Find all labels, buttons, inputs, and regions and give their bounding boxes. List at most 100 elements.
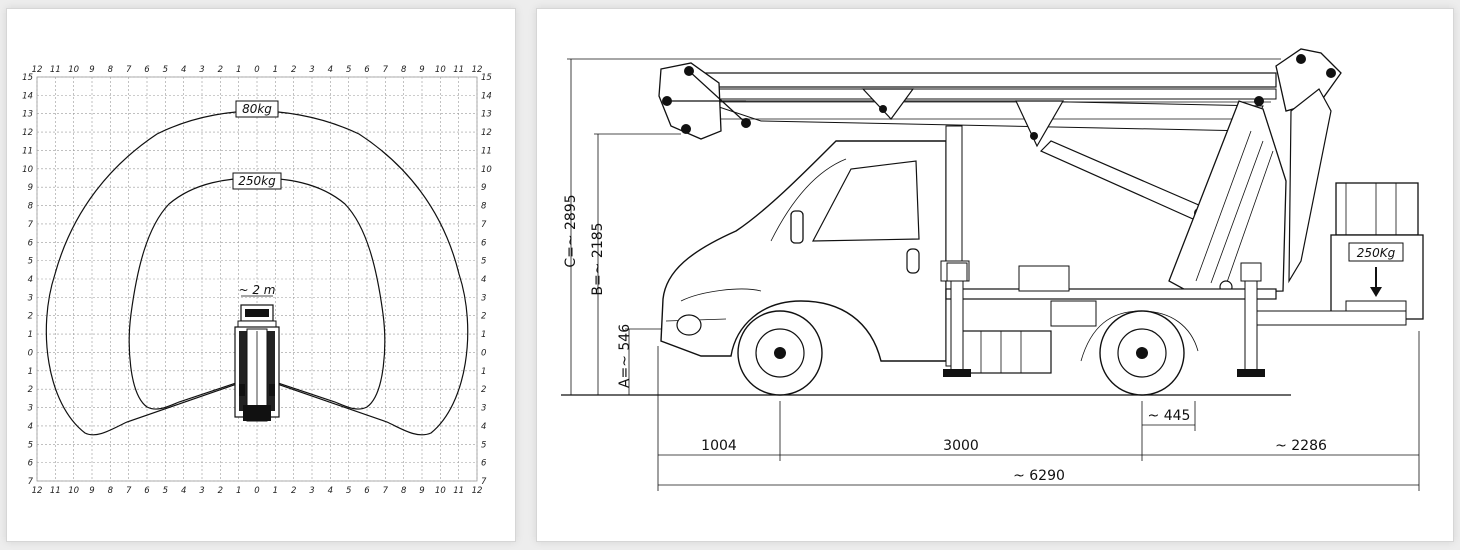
tick-label: 9 [419, 486, 424, 496]
truck-drawing-panel: C=~ 2895 B=~ 2185 A=~ 546 [536, 8, 1454, 542]
tick-label: 6 [481, 459, 487, 469]
tick-label: 11 [50, 65, 61, 75]
tick-label: 12 [472, 65, 483, 75]
platform-basket: 250Kg [1330, 182, 1424, 320]
tick-label: 7 [28, 477, 34, 487]
length-dimensions [657, 331, 1420, 491]
label-box-250kg [232, 172, 282, 190]
tick-label: 6 [28, 459, 34, 469]
tick-label: 7 [126, 486, 132, 496]
tick-label: 0 [28, 348, 33, 358]
tick-label: 0 [481, 348, 486, 358]
tick-label: 4 [28, 275, 33, 285]
outrigger-offset-label: ~ 445 [1148, 408, 1191, 424]
tick-label: 2 [481, 312, 486, 322]
boom-assembly [658, 48, 1342, 294]
tick-label: 12 [32, 65, 43, 75]
tick-label: 10 [68, 486, 79, 496]
tick-label: 11 [22, 146, 33, 156]
tick-label: 4 [181, 486, 186, 496]
tick-label: 2 [28, 385, 33, 395]
envelope-grid [36, 76, 478, 482]
tick-label: 6 [364, 486, 370, 496]
tick-label: 1 [28, 330, 33, 340]
tick-label: 10 [68, 65, 79, 75]
tick-label: 13 [22, 110, 33, 120]
envelope-250kg-curve [128, 177, 386, 410]
envelope-80kg-curve [45, 110, 469, 436]
front-wheel [737, 310, 823, 396]
wheelbase-label: 3000 [943, 438, 979, 454]
tick-label: 9 [89, 486, 94, 496]
tick-label: 5 [28, 257, 33, 267]
rear-overhang-label: ~ 2286 [1275, 438, 1327, 454]
tick-label: 1 [273, 65, 278, 75]
total-length-label: ~ 6290 [1013, 468, 1065, 484]
height-dimensions [561, 58, 1291, 396]
tick-label: 2 [291, 486, 296, 496]
tick-label: 2 [481, 385, 486, 395]
tick-label: 6 [144, 65, 150, 75]
tick-label: 3 [28, 293, 33, 303]
tick-label: 14 [481, 91, 492, 101]
tick-label: 3 [28, 404, 33, 414]
tick-label: 7 [28, 220, 34, 230]
truck-side-view: C=~ 2895 B=~ 2185 A=~ 546 [561, 48, 1424, 491]
tick-label: 8 [401, 65, 407, 75]
tick-label: 9 [28, 183, 33, 193]
tick-label: 10 [435, 486, 446, 496]
tick-label: 5 [346, 486, 351, 496]
tick-label: 3 [481, 293, 486, 303]
tick-label: 3 [309, 486, 314, 496]
tick-label: 1 [236, 65, 241, 75]
tick-label: 0 [254, 486, 259, 496]
tick-label: 8 [401, 486, 407, 496]
tick-label: 9 [419, 65, 424, 75]
tick-label: 11 [50, 486, 61, 496]
tick-label: 7 [383, 65, 389, 75]
tick-label: 11 [453, 486, 464, 496]
tick-label: 9 [89, 65, 94, 75]
vehicle-top-view: ~ 2 m [234, 283, 280, 422]
tick-label: 3 [481, 404, 486, 414]
tick-label: 5 [163, 486, 168, 496]
tick-label: 6 [28, 238, 34, 248]
rear-wheel [1099, 310, 1185, 396]
tick-label: 7 [481, 477, 487, 487]
tick-label: 13 [481, 110, 492, 120]
tick-label: 2 [28, 312, 33, 322]
tick-label: 11 [453, 65, 464, 75]
tick-label: 12 [22, 128, 33, 138]
tick-label: 4 [181, 65, 186, 75]
tick-label: 3 [199, 486, 204, 496]
tick-label: 3 [199, 65, 204, 75]
tick-label: 8 [108, 65, 114, 75]
tick-label: 8 [28, 202, 34, 212]
height-b-label: B=~ 2185 [590, 222, 606, 295]
tick-label: 11 [481, 146, 492, 156]
front-overhang-label: 1004 [701, 438, 737, 454]
tick-label: 14 [22, 91, 33, 101]
tick-label: 7 [383, 486, 389, 496]
tick-label: 2 [218, 486, 223, 496]
tick-label: 1 [481, 367, 486, 377]
platform-capacity-label: 250Kg [1357, 246, 1396, 260]
tick-label: 1 [481, 330, 486, 340]
tick-label: 6 [481, 238, 487, 248]
tick-label: 4 [328, 486, 333, 496]
tick-label: 9 [481, 183, 486, 193]
tick-label: 1 [28, 367, 33, 377]
height-c-label: C=~ 2895 [563, 194, 579, 267]
truck-chassis [943, 262, 1407, 377]
load-label-80kg: 80kg [242, 102, 272, 116]
tick-label: 1 [273, 486, 278, 496]
tick-label: 8 [108, 486, 114, 496]
tick-label: 4 [28, 422, 33, 432]
tick-label: 3 [309, 65, 314, 75]
